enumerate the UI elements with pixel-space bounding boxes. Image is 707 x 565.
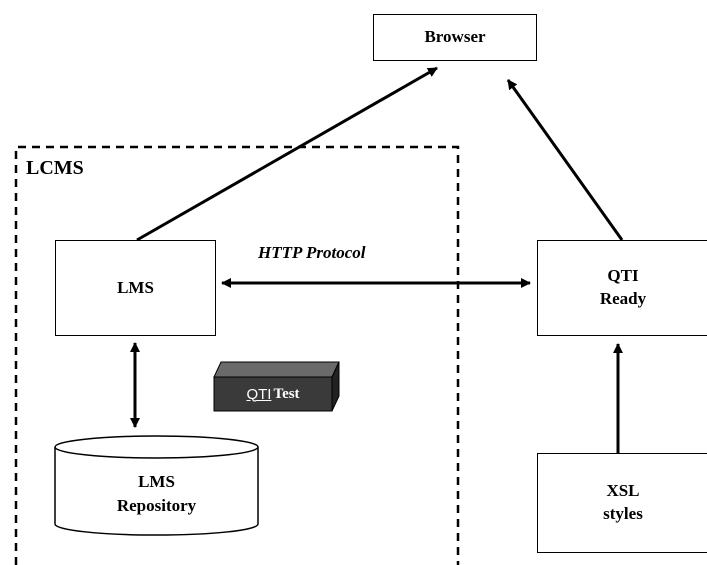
qti-ready-line1: QTI <box>607 266 639 286</box>
qti-test-abbr: QTI <box>246 385 272 403</box>
qti-test-block <box>213 361 340 412</box>
lms-to-browser-arrow <box>136 66 438 242</box>
repository-line1: LMS <box>138 472 175 491</box>
lcms-label: LCMS <box>26 157 84 179</box>
qti-ready-to-browser-arrow <box>506 79 624 241</box>
lms-label: LMS <box>117 277 154 297</box>
lms-repository-cylinder <box>54 435 259 536</box>
xsl-styles-label: XSL styles <box>603 480 643 526</box>
qti-ready-line2: Ready <box>599 289 647 308</box>
qti-test-label: QTI Test <box>214 377 332 411</box>
qti-test-word: Test <box>273 385 300 402</box>
lms-box: LMS <box>55 240 216 336</box>
http-protocol-label: HTTP Protocol <box>258 243 366 262</box>
browser-label: Browser <box>424 27 486 47</box>
xsl-line2: styles <box>603 504 643 523</box>
lms-repository-label: LMS Repository <box>55 470 258 518</box>
repository-line2: Repository <box>116 495 197 515</box>
qti-ready-box: QTI Ready <box>537 240 707 336</box>
xsl-styles-box: XSL styles <box>537 453 707 553</box>
browser-box: Browser <box>373 14 537 61</box>
lcms-boundary <box>14 145 460 565</box>
xsl-line1: XSL <box>606 481 640 501</box>
qti-ready-label: QTI Ready <box>600 265 646 311</box>
